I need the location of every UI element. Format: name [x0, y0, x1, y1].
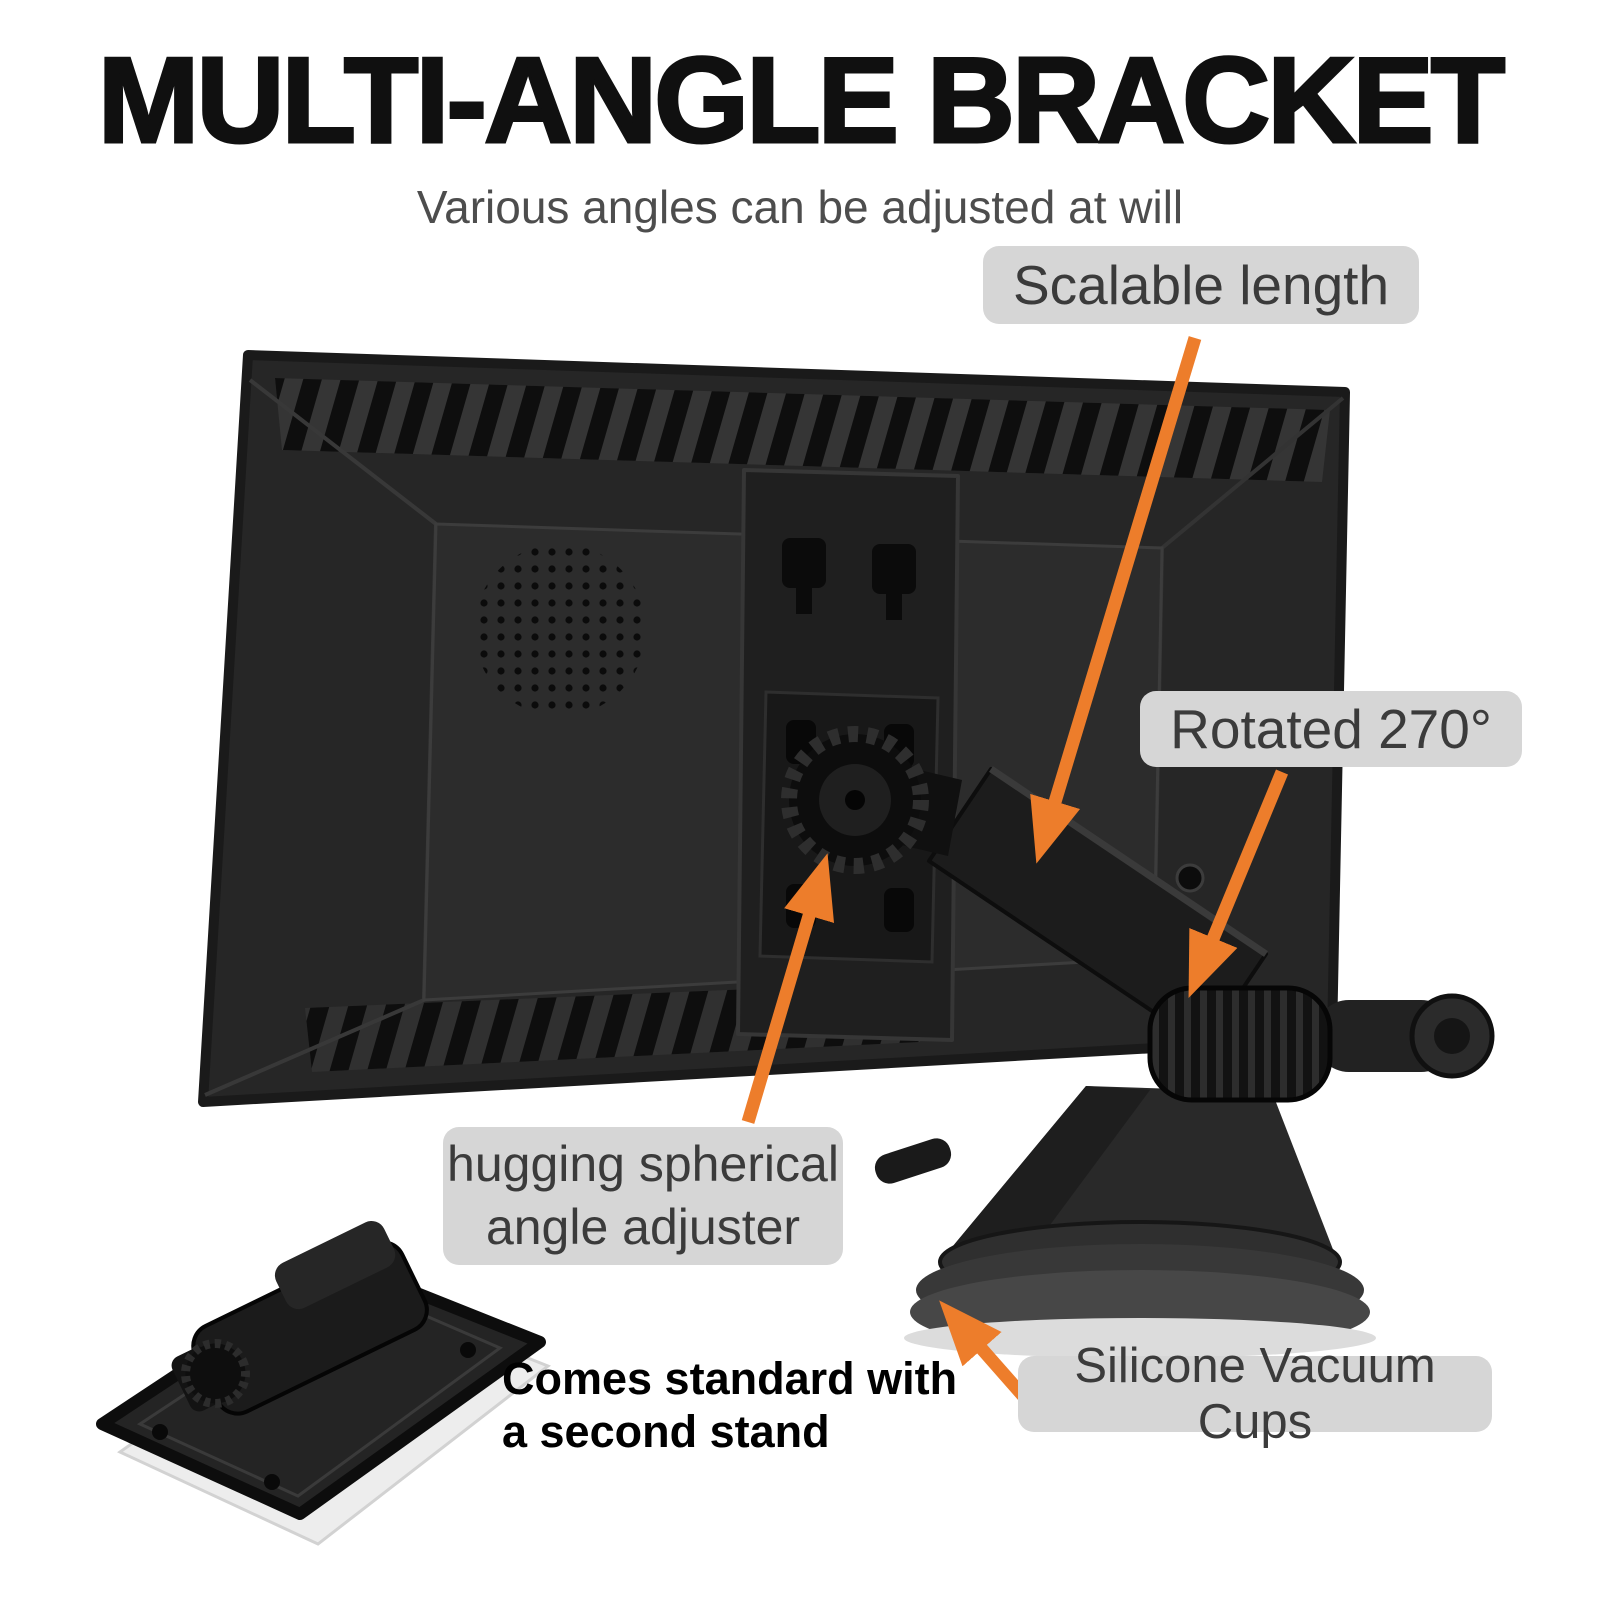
suction-cup-base [874, 1086, 1376, 1358]
spherical-angle-adjuster [781, 726, 962, 874]
callout-rotated-270-label: Rotated 270° [1170, 698, 1492, 760]
callout-scalable-length: Scalable length [983, 246, 1419, 324]
callout-angle-adjuster-line1: hugging spherical [447, 1136, 839, 1192]
second-stand-caption-line1: Comes standard with [502, 1353, 958, 1404]
second-stand-photo [96, 1220, 551, 1546]
callout-angle-adjuster: hugging spherical angle adjuster [443, 1127, 843, 1265]
callout-vacuum-cups-label: Silicone Vacuum Cups [1074, 1339, 1436, 1449]
rotated-270-arrow [1188, 769, 1289, 999]
vacuum-cups-arrow [939, 1300, 1030, 1403]
page-subtitle: Various angles can be adjusted at will [416, 181, 1184, 233]
angle-adjuster-arrow [741, 853, 835, 1124]
rotation-knob [1147, 985, 1495, 1103]
callout-angle-adjuster-line2: angle adjuster [485, 1199, 801, 1255]
scalable-length-arrow [1030, 336, 1202, 864]
power-port [1175, 863, 1205, 893]
top-vent-slats [275, 378, 1330, 482]
knurled-wheel [1150, 988, 1330, 1100]
callout-scalable-length-label: Scalable length [1012, 254, 1390, 316]
second-stand-caption: Comes standard with a second stand [502, 1352, 957, 1458]
second-stand-caption-line2: a second stand [502, 1406, 830, 1458]
callout-vacuum-cups: Silicone Vacuum Cups [1018, 1339, 1492, 1449]
callout-arrows [741, 336, 1289, 1403]
speaker-grille [474, 544, 646, 716]
page-title: MULTI-ANGLE BRACKET [96, 31, 1507, 170]
second-stand-clamp [171, 1220, 429, 1416]
callout-rotated-270: Rotated 270° [1140, 691, 1522, 767]
